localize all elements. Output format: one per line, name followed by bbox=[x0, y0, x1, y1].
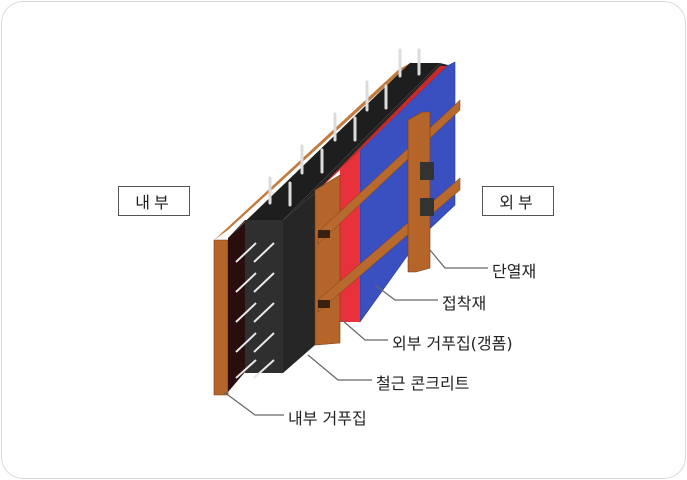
callout-adhesive: 접착재 bbox=[442, 294, 487, 313]
outer-formwork-face bbox=[314, 174, 341, 346]
rebar-verticals bbox=[268, 48, 421, 207]
adhesive-top bbox=[315, 66, 447, 193]
callout-reinforced-concrete: 철근 콘크리트 bbox=[376, 374, 470, 393]
adhesive-layer bbox=[340, 150, 360, 322]
callout-outer-formwork: 외부 거푸집(갱폼) bbox=[392, 334, 513, 353]
rebar-diagonals bbox=[235, 242, 275, 379]
inside-label: 내부 bbox=[118, 186, 190, 216]
concrete-side bbox=[283, 193, 315, 373]
outside-label: 외부 bbox=[482, 186, 554, 216]
inner-formwork-face bbox=[213, 239, 229, 396]
strongback bbox=[407, 111, 431, 273]
callout-insulation: 단열재 bbox=[492, 262, 537, 281]
callout-inner-formwork: 내부 거푸집 bbox=[288, 409, 367, 428]
leader-lines bbox=[223, 249, 488, 416]
concrete-front bbox=[245, 220, 283, 373]
inner-formwork-top bbox=[214, 62, 412, 240]
inner-formwork-dark-face bbox=[228, 222, 245, 392]
